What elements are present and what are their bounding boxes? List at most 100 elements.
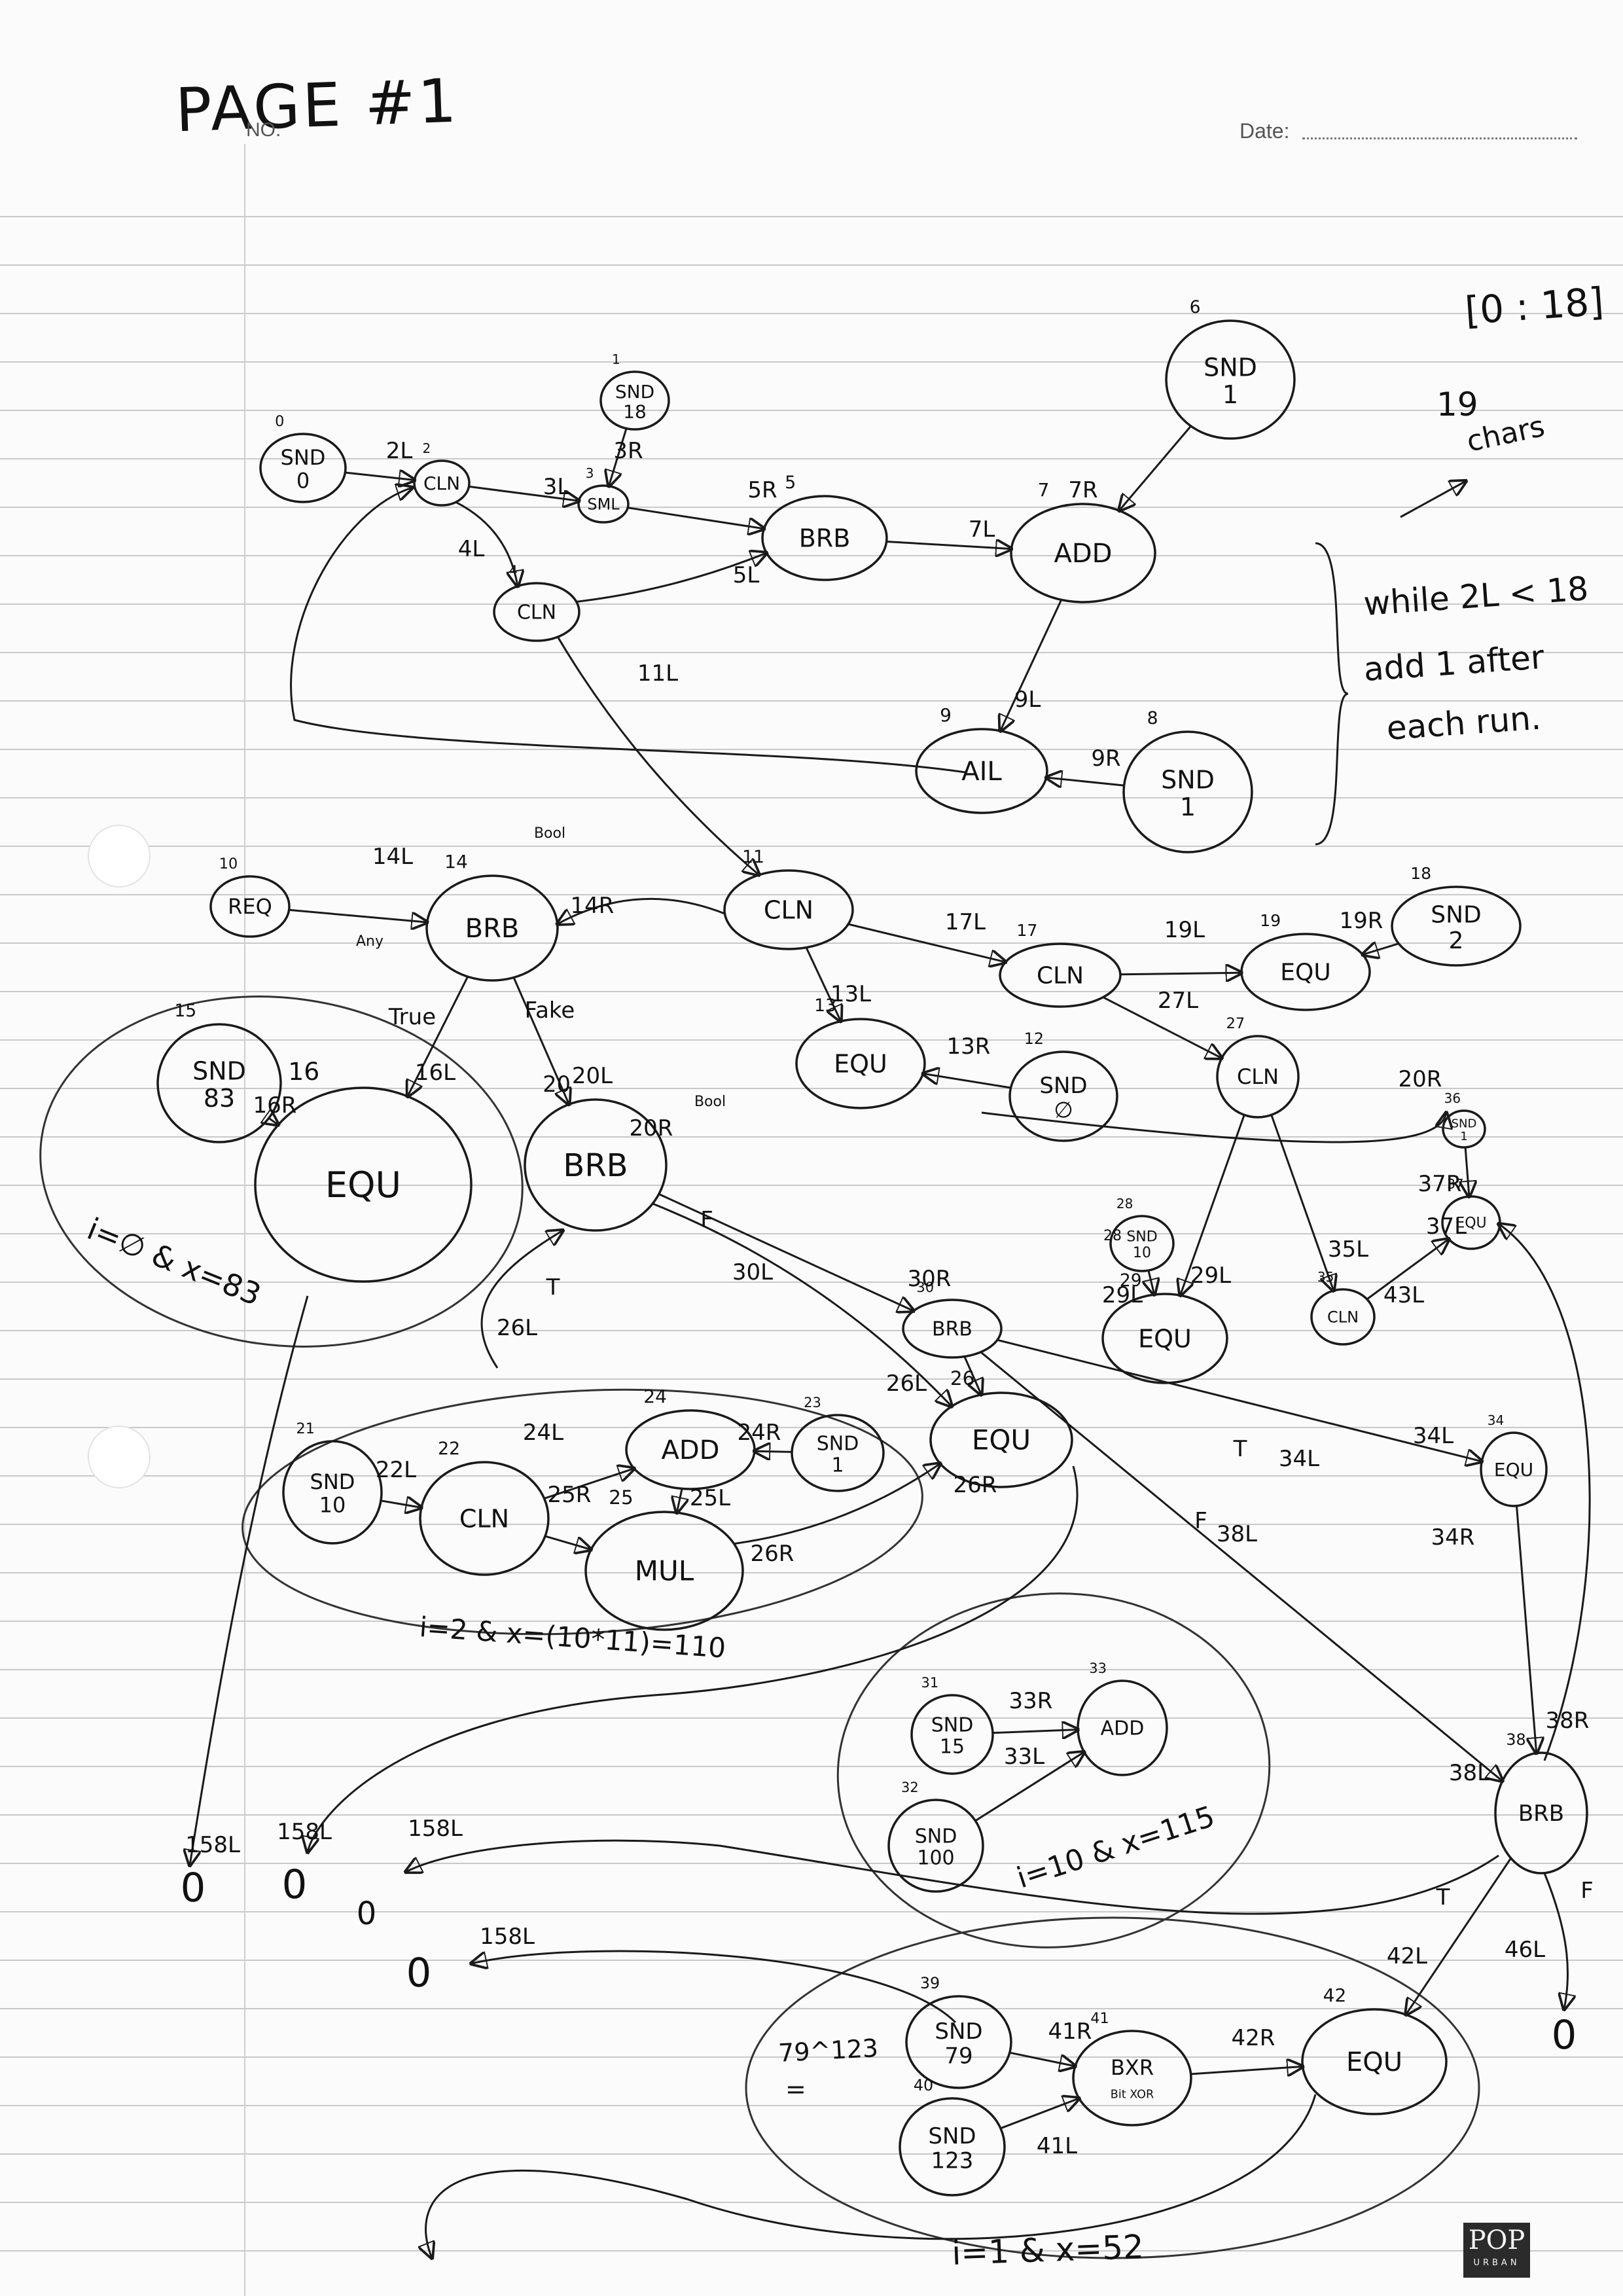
node-outline <box>1391 886 1522 967</box>
edge-label: 16L <box>415 1060 455 1086</box>
node-op-label: ADD <box>1054 539 1113 569</box>
loop-brace <box>1315 542 1349 846</box>
node-id-label: 41 <box>1090 2010 1109 2027</box>
node-op-label: EQU <box>834 1049 887 1078</box>
node-id-label: 29 <box>1120 1270 1142 1291</box>
node-value-label: 83 <box>204 1084 235 1113</box>
ruled-line <box>0 1572 1623 1573</box>
node-op-label: SND <box>1452 1117 1477 1130</box>
edge-label: 42L <box>1387 1943 1427 1969</box>
output-zero: 0 <box>1552 2013 1577 2058</box>
edge-label: F <box>1194 1508 1207 1534</box>
edge-label: 13R <box>947 1033 991 1060</box>
edge-39-to-41 <box>1009 2051 1075 2066</box>
ruled-line <box>0 749 1623 750</box>
node-id-label: 0 <box>275 413 284 430</box>
node-outline <box>419 1461 550 1576</box>
edge-label: 14L <box>372 844 413 870</box>
edge-label: 17L <box>945 909 986 935</box>
node-value-label: 1 <box>1222 380 1238 409</box>
edge-28-to-29 <box>1149 1270 1154 1295</box>
loop-edge <box>308 1465 1079 1852</box>
edge-22-to-24 <box>544 1469 634 1499</box>
edge-12-to-13 <box>923 1073 1011 1089</box>
node-op-label: SND <box>931 1714 974 1737</box>
node-outline <box>1077 1679 1168 1776</box>
node-id-label: 37 <box>1447 1176 1463 1192</box>
ruled-line <box>0 1378 1623 1380</box>
node-outline <box>1216 1035 1300 1119</box>
node-op-label: SML <box>587 495 620 513</box>
brand-logo: POP URBAN <box>1463 2223 1530 2278</box>
ruled-line <box>0 1427 1623 1428</box>
edge-label: 158L <box>480 1924 535 1950</box>
node-outline <box>1310 1288 1376 1346</box>
condition-note: i=2 & x=(10*11)=110 <box>418 1611 726 1664</box>
edge-label: 26R <box>751 1541 794 1567</box>
edge-label: 20R <box>1399 1066 1442 1092</box>
edge-label: 14R <box>571 893 615 919</box>
node-op-label: EQU <box>1280 960 1330 986</box>
edge-label: 38L <box>1449 1760 1489 1786</box>
edge-labels: 2L3L3R4L5R5L7L7R9L9R11L14LAny14RBoolTrue… <box>181 438 1594 2159</box>
edge-11-to-14 <box>558 897 726 924</box>
edge-label: Bool <box>534 825 565 842</box>
node-op-label: REQ <box>228 894 272 919</box>
node-value-label: Bit XOR <box>1111 2088 1154 2101</box>
node-value-label: 123 <box>931 2147 974 2174</box>
edge-label: 2L <box>386 438 413 464</box>
edge-6-to-7 <box>1119 425 1192 511</box>
node-op-label: SND <box>928 2123 976 2149</box>
node-id-label: 25 <box>609 1486 633 1509</box>
node-op-label: EQU <box>1455 1215 1486 1232</box>
brand-logo-text: POP <box>1468 2225 1525 2255</box>
edge-11-to-17 <box>847 923 1005 962</box>
node-op-label: EQU <box>1138 1324 1192 1353</box>
loop-edge <box>471 1950 957 2024</box>
edge-label: 13L <box>830 981 871 1007</box>
node-outline <box>1010 503 1156 603</box>
condition-note: i=∅ & x=83 <box>82 1211 266 1312</box>
ruled-line <box>0 361 1623 363</box>
edge-label: 7L <box>969 516 995 543</box>
node-outline <box>599 370 670 431</box>
nodes: SND00SND181CLN2SML3CLN4BRB5SND16ADD7SND1… <box>156 297 1588 2197</box>
ruled-line <box>0 846 1623 847</box>
node-op-label: SND <box>615 381 654 403</box>
node-id-label: 17 <box>1016 921 1037 940</box>
edge-label: 33R <box>1009 1688 1053 1714</box>
chars-arrow <box>1400 481 1466 518</box>
date-field-line <box>1302 137 1577 139</box>
edge-label: 26L <box>886 1371 927 1397</box>
node-op-label: SND <box>1126 1229 1157 1246</box>
node-id-label: 35 <box>1317 1269 1334 1285</box>
node-outline <box>259 433 347 503</box>
edge-label: 34L <box>1413 1423 1454 1449</box>
node-outline <box>584 1511 744 1631</box>
node-outline <box>209 875 291 938</box>
node-op-label: EQU <box>972 1424 1031 1456</box>
binder-hole <box>88 1426 151 1488</box>
node-id-label: 34 <box>1488 1412 1504 1428</box>
ruled-line <box>0 1475 1623 1477</box>
group-outlines <box>39 996 1480 2259</box>
edge-label: 5R <box>747 477 777 503</box>
ruled-line <box>0 507 1623 508</box>
edge-25-to-26 <box>734 1463 940 1545</box>
ruled-line <box>0 700 1623 702</box>
node-op-label: MUL <box>635 1555 694 1587</box>
edge-0-to-2 <box>345 473 414 480</box>
